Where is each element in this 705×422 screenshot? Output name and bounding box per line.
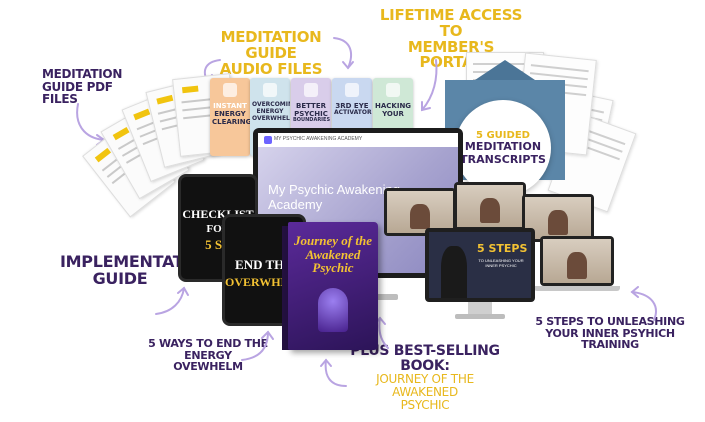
meditating-figure-icon (318, 288, 348, 332)
card-line: CLEARING (212, 118, 250, 127)
transcripts-line3: TRANSCRIPTS (460, 152, 546, 166)
arrow-to-tablet-icon (155, 286, 189, 315)
arrow-to-book-icon (320, 358, 347, 387)
academy-logo-icon (264, 136, 272, 144)
five-steps-monitor: 5 STEPS TO UNLEASHING YOUR INNER PSYCHIC (425, 228, 535, 302)
book-label-line3: PSYCHIC (400, 397, 450, 412)
card-line: YOUR (382, 110, 404, 119)
audio-label-line2: AUDIO FILES (219, 59, 323, 78)
card-line: OVERCOMING (252, 101, 290, 108)
transcripts-badge: 5 GUIDED MEDITATION TRANSCRIPTS (455, 100, 551, 196)
five-steps-line3: TRAINING (581, 338, 639, 352)
card-line: PSYCHIC (294, 110, 328, 119)
audio-label-line1: MEDITATION GUIDE (220, 28, 322, 62)
audio-icon (386, 83, 400, 97)
arrow-to-laptop-icon (630, 286, 657, 321)
lifetime-label-line1: LIFETIME ACCESS TO (379, 6, 523, 40)
transcripts-line2: MEDITATION (464, 140, 542, 154)
book-label-line2: JOURNEY OF THE AWAKENED (376, 372, 474, 399)
card-line: ACTIVATOR (334, 109, 372, 117)
five-steps-title: 5 STEPS (477, 242, 528, 255)
journey-book: Journey of the Awakened Psychic (288, 222, 378, 350)
imac-base (455, 314, 505, 319)
audio-icon (345, 83, 359, 97)
five-steps-screen: 5 STEPS TO UNLEASHING YOUR INNER PSYCHIC (429, 232, 531, 298)
audio-icon (223, 83, 237, 97)
portal-header: MY PSYCHIC AWAKENING ACADEMY (258, 133, 458, 147)
book-spine (282, 226, 290, 350)
endthe-line1: END THE (235, 257, 293, 272)
card-line: BETTER (296, 102, 326, 110)
five-steps-line2: YOUR INNER PSYHICH (545, 326, 675, 340)
implementation-guide-label: IMPLEMENTATION GUIDE (60, 252, 216, 288)
implementation-line2: GUIDE (92, 268, 148, 288)
laptop-base (534, 286, 620, 291)
laptop-video (384, 188, 456, 236)
meditation-guide-pdf-label: MEDITATION GUIDE PDF FILES (42, 67, 123, 107)
portal-brand: MY PSYCHIC AWAKENING ACADEMY (274, 136, 363, 142)
book-title: Journey of the Awakened Psychic (294, 233, 372, 276)
transcripts-line1: 5 GUIDED (476, 130, 530, 142)
card-line: ENERGY (256, 107, 284, 115)
card-line: HACKING (375, 102, 412, 110)
best-selling-book-label: PLUS BEST-SELLING BOOK: JOURNEY OF THE A… (345, 344, 505, 411)
arrow-to-audio-right-icon (333, 37, 354, 70)
arrow-to-portal-icon (421, 59, 438, 112)
laptop-video (454, 182, 526, 230)
presenter (441, 246, 467, 298)
audio-icon (263, 83, 277, 97)
five-steps-label: 5 STEPS TO UNLEASHING YOUR INNER PSYHICH… (535, 316, 685, 351)
card-line: ENERGY (214, 110, 246, 119)
audio-icon (304, 83, 318, 97)
five-ways-line1: 5 WAYS TO END THE (148, 337, 268, 350)
card-line: INSTANT (213, 102, 247, 110)
five-ways-label: 5 WAYS TO END THE ENERGY OVEWHELM (148, 338, 268, 373)
implementation-line1: IMPLEMENTATION (60, 252, 216, 271)
five-steps-subtitle: TO UNLEASHING YOUR INNER PSYCHIC (478, 258, 524, 268)
arrow-to-endthe-icon (241, 330, 274, 361)
five-ways-line2: ENERGY OVEWHELM (173, 348, 243, 374)
card-line: BOUNDARIES (293, 117, 331, 124)
portal-title: My Psychic Awakening Academy (268, 182, 400, 212)
card-line: OVERWHELM (252, 114, 290, 122)
laptop-video (522, 194, 594, 242)
card-line: 3RD EYE (335, 102, 369, 110)
five-steps-line1: 5 STEPS TO UNLEASHING (535, 315, 685, 328)
imac-stand (468, 302, 492, 316)
laptop-video (540, 236, 614, 286)
meditation-guide-audio-label: MEDITATION GUIDE AUDIO FILES (206, 28, 336, 78)
